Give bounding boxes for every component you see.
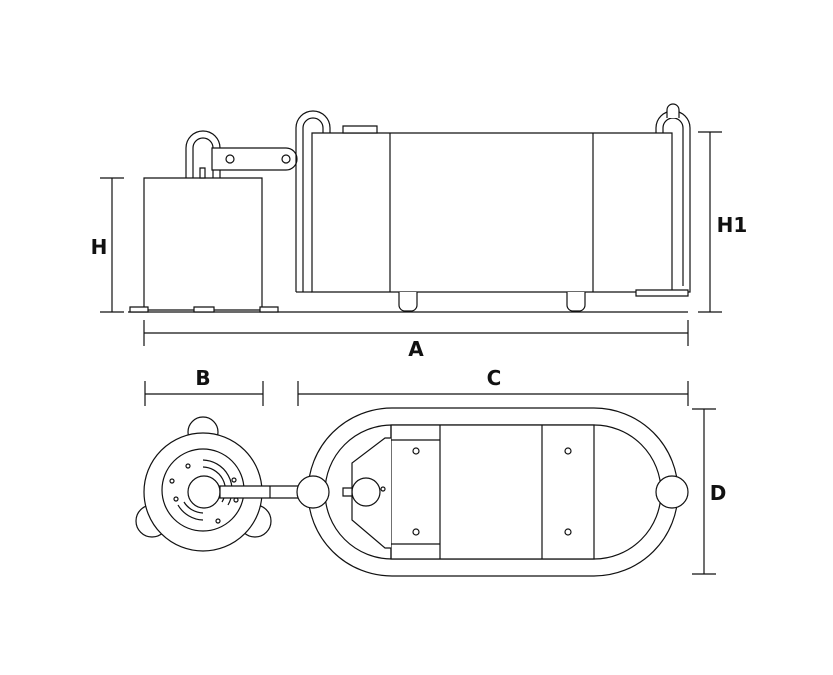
dimension-a — [144, 320, 688, 346]
dimension-b — [145, 381, 263, 406]
riser-pipe — [186, 131, 220, 178]
top-view: B C D — [136, 366, 726, 576]
side-view: H H1 A — [91, 104, 748, 361]
label-a: A — [408, 337, 424, 361]
label-b: B — [195, 366, 210, 390]
link-pipe — [212, 148, 297, 170]
dimension-d — [692, 409, 716, 574]
label-d: D — [710, 481, 727, 505]
small-tank-top — [136, 417, 312, 551]
small-tank-side — [130, 168, 278, 312]
large-tank-top — [297, 408, 688, 576]
dimension-h1 — [698, 132, 722, 312]
dimension-c — [298, 381, 688, 406]
label-c: C — [487, 366, 502, 390]
label-h: H — [91, 235, 108, 259]
label-h1: H1 — [717, 213, 748, 237]
dimension-h — [100, 178, 124, 312]
large-tank-side — [296, 104, 690, 311]
